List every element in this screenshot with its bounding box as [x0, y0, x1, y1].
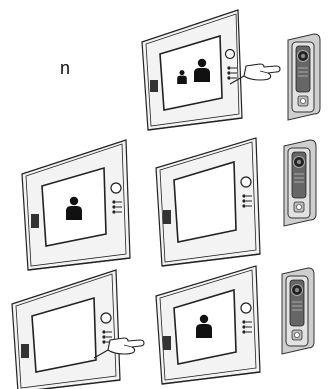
monitor-2	[22, 140, 130, 270]
monitor-4	[12, 270, 120, 389]
monitor-5	[156, 266, 260, 384]
monitor-1	[142, 10, 242, 130]
doorbell-3	[282, 268, 314, 354]
doorbell-1	[288, 34, 320, 120]
doorbell-2	[284, 140, 316, 226]
monitor-3	[156, 138, 260, 266]
